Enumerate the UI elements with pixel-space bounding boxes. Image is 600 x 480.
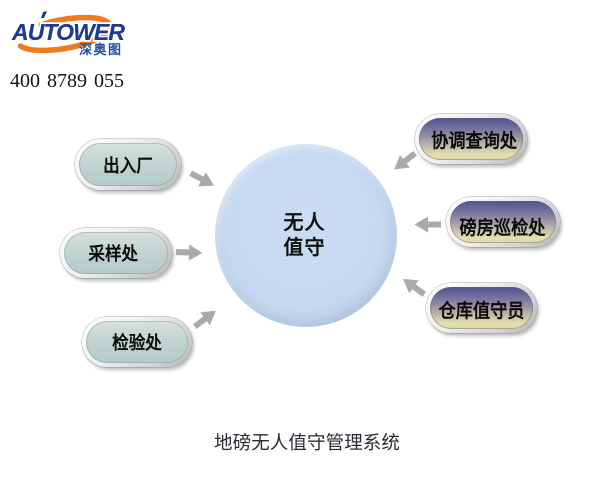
svg-text:AUTOWER: AUTOWER	[11, 19, 125, 45]
svg-text:AUTOWER: AUTOWER	[11, 19, 125, 45]
svg-text:深奥图: 深奥图	[79, 42, 123, 57]
